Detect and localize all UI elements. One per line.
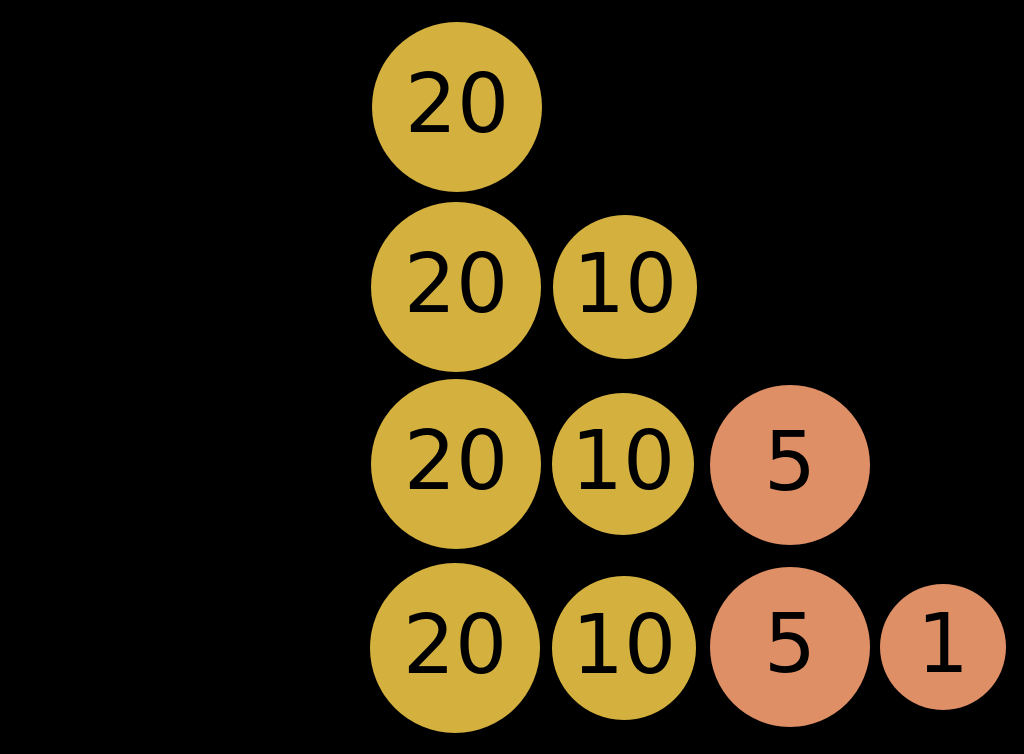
coin-1-row-4: 1 bbox=[880, 584, 1006, 710]
coin-value-label: 10 bbox=[570, 414, 676, 509]
coin-value-label: 20 bbox=[404, 57, 510, 152]
coin-value-label: 20 bbox=[403, 414, 509, 509]
coin-value-label: 20 bbox=[403, 237, 509, 332]
coin-value-label: 10 bbox=[571, 598, 677, 693]
coin-value-label: 10 bbox=[572, 237, 678, 332]
coin-20-row-4: 20 bbox=[370, 563, 540, 733]
coin-value-label: 20 bbox=[402, 598, 508, 693]
coin-5-row-3: 5 bbox=[710, 385, 870, 545]
coin-5-row-4: 5 bbox=[710, 567, 870, 727]
coin-10-row-2: 10 bbox=[553, 215, 697, 359]
coin-value-label: 1 bbox=[916, 597, 970, 692]
coin-value-label: 5 bbox=[763, 415, 817, 510]
coin-20-row-3: 20 bbox=[371, 379, 541, 549]
coin-20-row-1: 20 bbox=[372, 22, 542, 192]
coin-10-row-3: 10 bbox=[552, 393, 694, 535]
coin-value-label: 5 bbox=[763, 597, 817, 692]
coin-20-row-2: 20 bbox=[371, 202, 541, 372]
coin-10-row-4: 10 bbox=[552, 576, 696, 720]
